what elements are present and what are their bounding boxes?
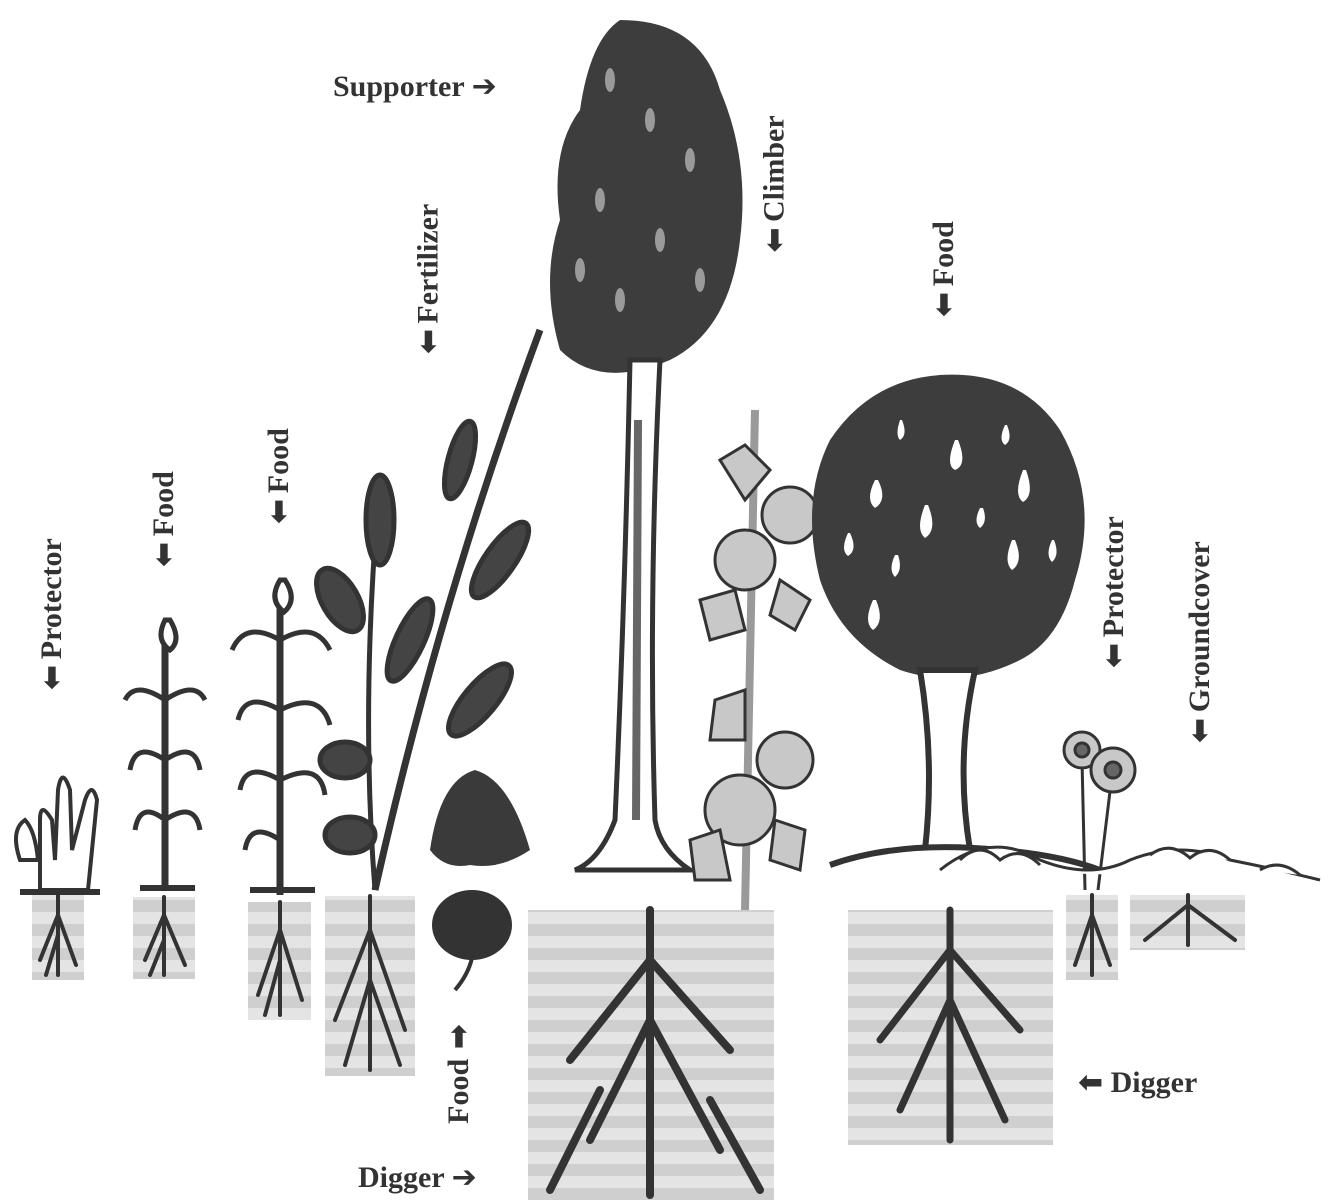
arrow-down-icon: ⬇ <box>931 291 956 321</box>
arrow-down-icon: ⬇ <box>151 541 176 571</box>
arrow-down-icon: ⬇ <box>416 329 441 359</box>
arrow-right-icon: ➔ <box>472 69 497 104</box>
arrow-down-icon: ⬇ <box>762 227 787 257</box>
label-fertilizer: ⬇ Fertilizer <box>413 204 443 357</box>
label-digger-left-text: Digger <box>358 1161 444 1194</box>
palm-tree-icon <box>550 20 743 870</box>
label-fertilizer-text: Fertilizer <box>411 204 444 324</box>
beet-icon <box>430 770 530 990</box>
label-digger-left: Digger ➔ <box>358 1163 477 1193</box>
arrow-right-icon: ➔ <box>452 1160 477 1195</box>
arrow-down-icon: ⬇ <box>1187 717 1212 747</box>
arrow-down-icon: ⬇ <box>266 498 291 528</box>
cactus-icon <box>16 778 100 893</box>
label-food-beet: Food ⬆ <box>444 1026 474 1124</box>
label-climber: ⬇ Climber <box>760 115 790 254</box>
label-protector-right-text: Protector <box>1097 516 1130 637</box>
groundcover-icon <box>940 847 1320 880</box>
label-food-corn-b: ⬇ Food <box>264 428 294 526</box>
arrow-down-icon: ⬇ <box>1101 642 1126 672</box>
label-groundcover: ⬇ Groundcover <box>1185 541 1215 745</box>
fruit-tree-icon <box>812 375 1100 870</box>
vine-icon <box>690 410 818 910</box>
label-protector-left: ⬇ Protector <box>37 538 67 692</box>
label-climber-text: Climber <box>758 115 791 222</box>
label-digger-right: ⬅ Digger <box>1078 1068 1197 1098</box>
label-supporter-text: Supporter <box>333 70 464 103</box>
arrow-left-icon: ⬅ <box>1078 1065 1103 1100</box>
arrow-up-icon: ⬆ <box>446 1024 471 1054</box>
label-food-tree-text: Food <box>927 221 960 286</box>
label-food-corn-b-text: Food <box>262 428 295 493</box>
label-protector-left-text: Protector <box>35 538 68 659</box>
label-food-corn-a-text: Food <box>147 471 180 536</box>
corn-icon <box>232 580 330 895</box>
label-food-corn-a: ⬇ Food <box>149 471 179 569</box>
arrow-down-icon: ⬇ <box>39 664 64 694</box>
label-food-tree: ⬇ Food <box>929 221 959 319</box>
label-supporter: Supporter ➔ <box>333 72 497 102</box>
label-groundcover-text: Groundcover <box>1183 541 1216 712</box>
label-food-beet-text: Food <box>442 1059 475 1124</box>
corn-icon <box>125 620 205 890</box>
label-protector-right: ⬇ Protector <box>1099 516 1129 670</box>
label-digger-right-text: Digger <box>1111 1066 1198 1099</box>
